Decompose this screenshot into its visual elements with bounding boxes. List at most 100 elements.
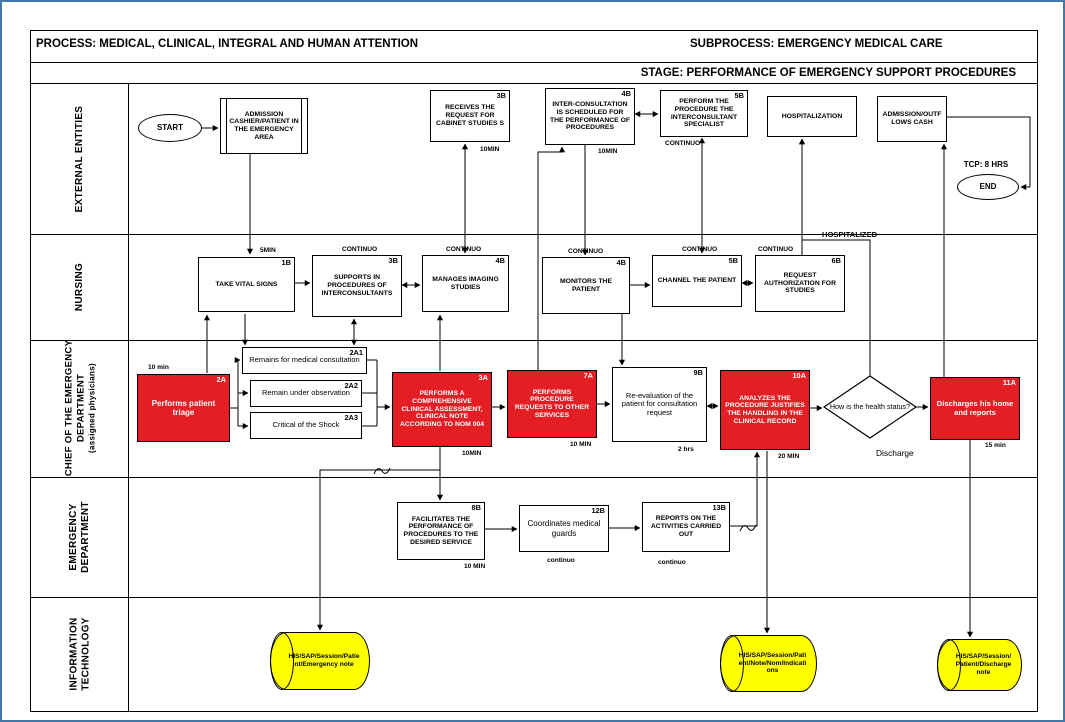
task-remains-medical-consultation: 2A1 Remains for medical consultation [242, 347, 367, 374]
task-label: Remain under observation [262, 388, 350, 398]
task-comprehensive-assessment: 3A PERFORMS A COMPREHENSIVE CLINICAL ASS… [392, 372, 492, 447]
time-label: CONTINUO [682, 246, 718, 253]
task-critical-of-shock: 2A3 Critical of the Shock [250, 412, 362, 439]
task-id-badge: 2A [216, 375, 226, 384]
lane-nursing: NURSING [31, 234, 128, 340]
task-label: Re-evaluation of the patient for consult… [621, 390, 698, 417]
task-discharges-home: 11A Discharges his home and reports [930, 377, 1020, 440]
task-label: SUPPORTS IN PROCEDURES OF INTERCONSULTAN… [321, 274, 393, 297]
task-id-badge: 5B [734, 91, 744, 100]
task-receives-cabinet-request: 3B RECEIVES THE REQUEST FOR CABINET STUD… [430, 90, 510, 142]
task-label: ADMISSION CASHIER/PATIENT IN THE EMERGEN… [229, 110, 299, 141]
task-label: INTER-CONSULTATION IS SCHEDULED FOR THE … [549, 101, 631, 132]
task-performs-triage: 2A Performs patient triage [137, 374, 230, 442]
lane-divider [30, 597, 1038, 598]
task-take-vital-signs: 1B TAKE VITAL SIGNS [198, 257, 295, 312]
lane-divider [30, 477, 1038, 478]
task-facilitates-procedures: 8B FACILITATES THE PERFORMANCE OF PROCED… [397, 502, 485, 560]
task-id-badge: 4B [621, 89, 631, 98]
lane-divider [30, 234, 1038, 235]
task-id-badge: 5B [728, 256, 738, 265]
decision-health-status: How is the health status? [829, 402, 911, 412]
task-id-badge: 8B [471, 503, 481, 512]
lane-label: EXTERNAL ENTITIES [73, 105, 85, 213]
task-label: Discharges his home and reports [936, 398, 1014, 417]
lane-information-technology: INFORMATION TECHNOLOGY [31, 597, 128, 712]
task-id-badge: 12B [591, 506, 605, 515]
task-label: REPORTS ON THE ACTIVITIES CARRIED OUT [650, 515, 722, 538]
task-id-badge: 11A [1002, 378, 1016, 387]
task-label: RECEIVES THE REQUEST FOR CABINET STUDIES… [436, 104, 504, 127]
task-label: MONITORS THE PATIENT [560, 277, 612, 293]
datastore-label: HIS/SAP/Session/Patient/Note/Nom/Indicat… [738, 651, 807, 675]
time-label: 10 MIN [570, 441, 592, 448]
lane-divider [30, 340, 1038, 341]
task-id-badge: 13B [712, 503, 726, 512]
task-request-authorization: 6B REQUEST AUTHORIZATION FOR STUDIES [755, 255, 845, 312]
time-label: 10MIN [480, 146, 500, 153]
start-node: START [138, 114, 202, 142]
lane-label: CHIEF OF THE EMERGENCY DEPARTMENT [63, 339, 87, 477]
task-channel-patient: 5B CHANNEL THE PATIENT [652, 255, 742, 307]
datastore-label: HIS/SAP/Session/Patient/Discharge note [955, 653, 1012, 676]
task-monitors-patient: 4B MONITORS THE PATIENT [542, 257, 630, 314]
task-label: ANALYZES THE PROCEDURE JUSTIFIES THE HAN… [725, 394, 805, 425]
time-label: 5MIN [260, 247, 276, 254]
time-label: CONTINUO [758, 246, 794, 253]
time-label: CONTINUO [342, 246, 378, 253]
task-id-badge: 7A [583, 371, 593, 380]
task-perform-procedure-specialist: 5B PERFORM THE PROCEDURE THE INTERCONSUL… [660, 90, 748, 137]
task-interconsultation-scheduled: 4B INTER-CONSULTATION IS SCHEDULED FOR T… [545, 88, 635, 145]
lane-external-entities: EXTERNAL ENTITIES [31, 84, 128, 234]
datastore-discharge-note: HIS/SAP/Session/Patient/Discharge note [937, 639, 1022, 691]
task-label: CHANNEL THE PATIENT [657, 277, 737, 285]
subprocess-title: SUBPROCESS: EMERGENCY MEDICAL CARE [690, 38, 943, 50]
datastore-label: HIS/SAP/Session/Patient/Emergency note [288, 653, 360, 668]
task-id-badge: 2A3 [344, 413, 358, 422]
discharge-branch-label: Discharge [876, 448, 914, 458]
task-id-badge: 4B [495, 256, 505, 265]
time-label: 10MIN [598, 148, 618, 155]
task-id-badge: 2A1 [349, 348, 363, 357]
task-label: HOSPITALIZATION [781, 112, 843, 120]
task-id-badge: 2A2 [344, 381, 358, 390]
task-admission-outflows-cash: ADMISSION/OUTFLOWS CASH [877, 96, 947, 142]
task-label: REQUEST AUTHORIZATION FOR STUDIES [764, 271, 836, 295]
task-analyzes-procedure: 10A ANALYZES THE PROCEDURE JUSTIFIES THE… [720, 370, 810, 450]
lane-label: EMERGENCY DEPARTMENT [67, 501, 92, 573]
task-manages-imaging-studies: 4B MANAGES IMAGING STUDIES [422, 255, 509, 312]
time-label: 15 min [985, 442, 1006, 449]
hospitalized-note: HOSPITALIZED [822, 230, 878, 239]
task-reports-activities: 13B REPORTS ON THE ACTIVITIES CARRIED OU… [642, 502, 730, 552]
diagram-frame [30, 30, 1038, 712]
task-id-badge: 3B [388, 256, 398, 265]
task-label: MANAGES IMAGING STUDIES [432, 275, 499, 291]
datastore-indications: HIS/SAP/Session/Patient/Note/Nom/Indicat… [720, 635, 817, 692]
task-admission-cashier: ADMISSION CASHIER/PATIENT IN THE EMERGEN… [220, 98, 308, 154]
task-coordinates-medical-guards: 12B Coordinates medical guards [519, 505, 609, 552]
task-reevaluation-patient: 9B Re-evaluation of the patient for cons… [612, 367, 707, 442]
process-title: PROCESS: MEDICAL, CLINICAL, INTEGRAL AND… [36, 38, 419, 50]
task-label: PERFORMS A COMPREHENSIVE CLINICAL ASSESS… [399, 390, 485, 429]
time-label: 2 hrs [678, 446, 694, 453]
time-label: 10MIN [462, 450, 482, 457]
stage-title: STAGE: PERFORMANCE OF EMERGENCY SUPPORT … [640, 67, 1016, 79]
lane-chief-emergency: CHIEF OF THE EMERGENCY DEPARTMENT (assig… [31, 340, 128, 477]
task-hospitalization: HOSPITALIZATION [767, 96, 857, 137]
task-label: TAKE VITAL SIGNS [215, 280, 278, 288]
start-label: START [156, 123, 184, 133]
time-label: continuo [547, 557, 575, 564]
time-label: CONTINUO [665, 140, 701, 147]
task-id-badge: 10A [792, 371, 806, 380]
task-id-badge: 3B [496, 91, 506, 100]
lane-label: INFORMATION TECHNOLOGY [68, 617, 92, 691]
task-label: Remains for medical consultation [249, 355, 360, 365]
task-id-badge: 6B [831, 256, 841, 265]
task-label: FACILITATES THE PERFORMANCE OF PROCEDURE… [403, 515, 479, 546]
time-label: continuo [658, 559, 686, 566]
task-supports-interconsultants: 3B SUPPORTS IN PROCEDURES OF INTERCONSUL… [312, 255, 402, 317]
task-id-badge: 1B [281, 258, 291, 267]
stage-row: STAGE: PERFORMANCE OF EMERGENCY SUPPORT … [30, 62, 1038, 84]
time-label: 10 min [148, 364, 169, 371]
lane-sublabel: (assigned physicians) [87, 363, 97, 453]
